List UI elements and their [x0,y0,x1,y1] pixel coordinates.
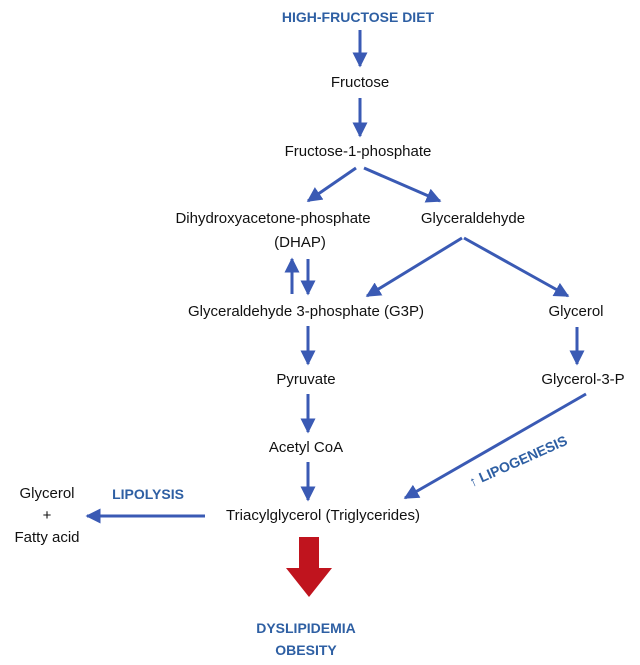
node-dhap-line2: (DHAP) [274,234,326,251]
node-dhap-line1: Dihydroxyacetone-phosphate [175,210,371,227]
node-glyceraldehyde: Glyceraldehyde [420,210,526,227]
node-triacylglycerol: Triacylglycerol (Triglycerides) [226,507,420,524]
arrow-glycerol3p-to-tag [403,392,587,500]
outcome-dyslipidemia: DYSLIPIDEMIA [256,620,356,636]
lipolysis-product-glycerol: Glycerol [19,485,75,502]
arrow-glyceraldehyde-to-g3p [365,236,463,298]
node-fructose: Fructose [330,74,390,91]
node-fructose-1-phosphate: Fructose-1-phosphate [284,143,432,160]
diet-title: HIGH-FRUCTOSE DIET [281,9,435,25]
node-g3p: Glyceraldehyde 3-phosphate (G3P) [188,303,424,320]
node-glycerol: Glycerol [548,303,604,320]
big-red-arrow [286,537,332,597]
node-pyruvate: Pyruvate [276,371,336,388]
arrow-f1p-to-dhap [306,166,357,203]
node-glycerol-3-p: Glycerol-3-P [541,371,625,388]
outcome-obesity: OBESITY [275,642,337,658]
node-acetyl-coa: Acetyl CoA [268,439,344,456]
lipolysis-product-plus: + [42,507,52,524]
arrow-glyceraldehyde-to-glycerol [463,236,570,298]
lipolysis-product-fatty-acid: Fatty acid [14,529,80,546]
arrow-f1p-to-glyceraldehyde [363,166,442,203]
lipolysis-label: LIPOLYSIS [112,486,184,502]
